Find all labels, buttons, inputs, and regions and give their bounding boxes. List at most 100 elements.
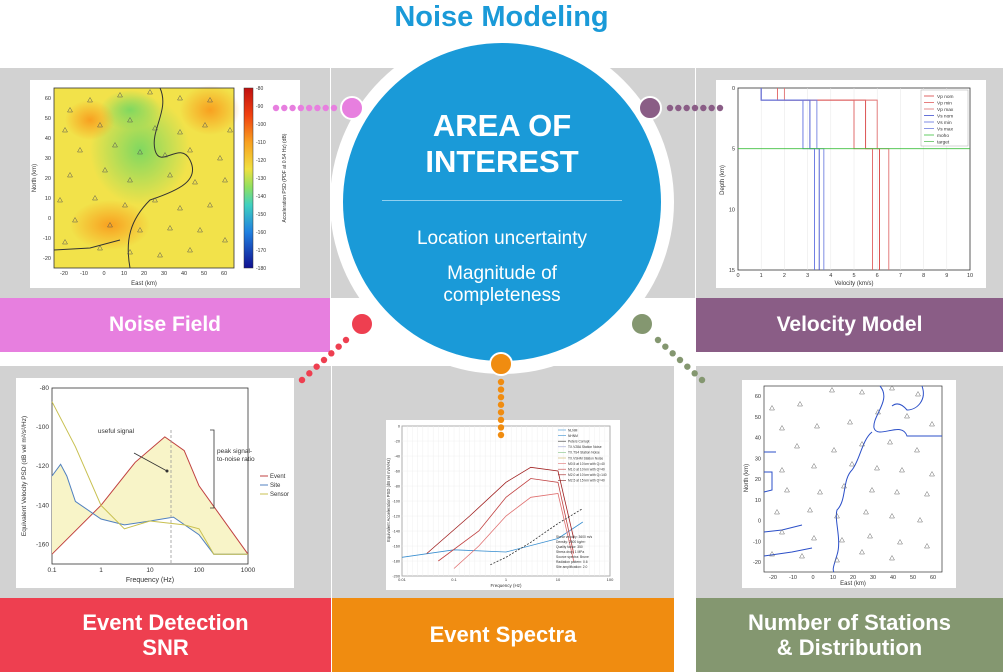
x-tick-label: 8	[922, 273, 925, 279]
x-axis-label: Velocity (km/s)	[834, 281, 873, 287]
colorbar-tick-label: -130	[256, 176, 266, 182]
useful-signal-annotation: useful signal	[98, 428, 135, 435]
x-axis-label: Frequency (Hz)	[126, 577, 174, 584]
legend-label: target	[937, 139, 950, 145]
y-tick-label: 0	[48, 216, 51, 222]
station-marker	[779, 528, 785, 535]
note-text: Shear velocity: 3600 m/s	[556, 535, 592, 539]
station-marker	[847, 418, 853, 425]
stations-layer	[769, 384, 935, 563]
x-tick-label: 50	[201, 271, 207, 277]
y-tick-label: 0	[758, 519, 761, 525]
y-tick-label: -60	[395, 470, 401, 474]
center-title: AREA OF INTEREST	[343, 108, 661, 180]
x-tick-label: 100	[607, 577, 614, 582]
colorbar-tick-label: -160	[256, 230, 266, 236]
station-marker	[814, 422, 820, 429]
coastline	[832, 385, 942, 573]
station-marker	[889, 554, 895, 561]
y-axis-label: Equivalent Acceleration PSD (dB rel m/s²…	[386, 458, 391, 542]
y-tick-label: -100	[36, 424, 49, 431]
station-marker	[859, 548, 865, 555]
station-marker	[797, 400, 803, 407]
west-boundary	[763, 451, 813, 557]
y-axis-label: Depth (km)	[720, 165, 726, 195]
colorbar-tick-label: -110	[256, 140, 266, 146]
connector-dot	[675, 104, 682, 112]
connector-dot	[281, 104, 288, 112]
station-marker	[889, 384, 895, 391]
station-marker	[784, 486, 790, 493]
connector-dot	[328, 350, 335, 357]
station-marker	[874, 464, 880, 471]
station-marker	[127, 176, 133, 183]
station-marker	[117, 91, 123, 98]
noise-field-chart: -80-90-100-110-120-130-140-150-160-170-1…	[30, 80, 300, 288]
boundary-line	[53, 239, 121, 251]
connector-dot	[497, 431, 505, 439]
y-tick-label: 50	[45, 116, 51, 122]
connector-dot	[497, 416, 505, 424]
y-tick-label: -120	[36, 463, 49, 470]
connector-dot	[691, 370, 698, 377]
y-tick-label: 0	[732, 86, 735, 92]
x-tick-label: 1	[505, 577, 508, 582]
y-tick-label: -160	[392, 545, 400, 549]
station-marker	[162, 151, 168, 158]
y-tick-label: -10	[43, 236, 51, 242]
event-detection-label-line1: Event Detection	[82, 609, 249, 635]
station-marker	[97, 121, 103, 128]
velocity-model-label-bar: Velocity Model	[696, 298, 1003, 352]
station-marker	[187, 246, 193, 253]
y-tick-label: -20	[395, 440, 401, 444]
event-spectra-knob	[489, 352, 513, 376]
x-tick-label: 1	[760, 273, 763, 279]
station-marker	[867, 532, 873, 539]
connector-dot	[497, 401, 505, 408]
station-marker	[794, 442, 800, 449]
note-text: Source spectra: Brune	[556, 555, 589, 559]
colorbar-tick-label: -90	[256, 104, 263, 110]
series-line	[453, 493, 575, 569]
velocity-model-label: Velocity Model	[776, 312, 923, 336]
x-tick-label: 10	[146, 567, 154, 574]
x-tick-label: 2	[783, 273, 786, 279]
legend-label: TX.V28A Station Noise	[568, 445, 602, 449]
x-tick-label: 5	[852, 273, 855, 279]
station-marker	[769, 550, 775, 557]
connector-dot	[683, 104, 690, 112]
x-tick-label: 0.1	[451, 577, 457, 582]
y-tick-label: 40	[45, 136, 51, 142]
colorbar-tick-label: -120	[256, 158, 266, 164]
station-marker	[917, 516, 923, 523]
colorbar-ticks: -80-90-100-110-120-130-140-150-160-170-1…	[256, 86, 266, 272]
station-marker	[127, 248, 133, 255]
x-tick-label: 1	[99, 567, 103, 574]
station-marker	[863, 508, 869, 515]
station-marker	[202, 121, 208, 128]
station-marker	[187, 146, 193, 153]
station-marker	[67, 106, 73, 113]
station-marker	[192, 178, 198, 185]
legend-box	[920, 89, 969, 147]
connector-dot	[691, 104, 699, 112]
y-tick-label: -80	[40, 385, 50, 392]
station-marker	[222, 236, 228, 243]
station-marker	[137, 148, 143, 155]
station-marker	[177, 204, 183, 211]
event-spectra-label: Event Spectra	[429, 622, 577, 648]
connector-dot	[497, 386, 505, 393]
station-marker	[897, 538, 903, 545]
center-title-line1: AREA OF	[432, 108, 572, 143]
noise-field-label: Noise Field	[108, 312, 222, 336]
event-detection-label-line2: SNR	[142, 635, 189, 660]
center-item-magnitude-line2: completeness	[443, 285, 561, 306]
connector-dot	[698, 376, 706, 384]
center-title-line2: INTEREST	[425, 144, 579, 179]
